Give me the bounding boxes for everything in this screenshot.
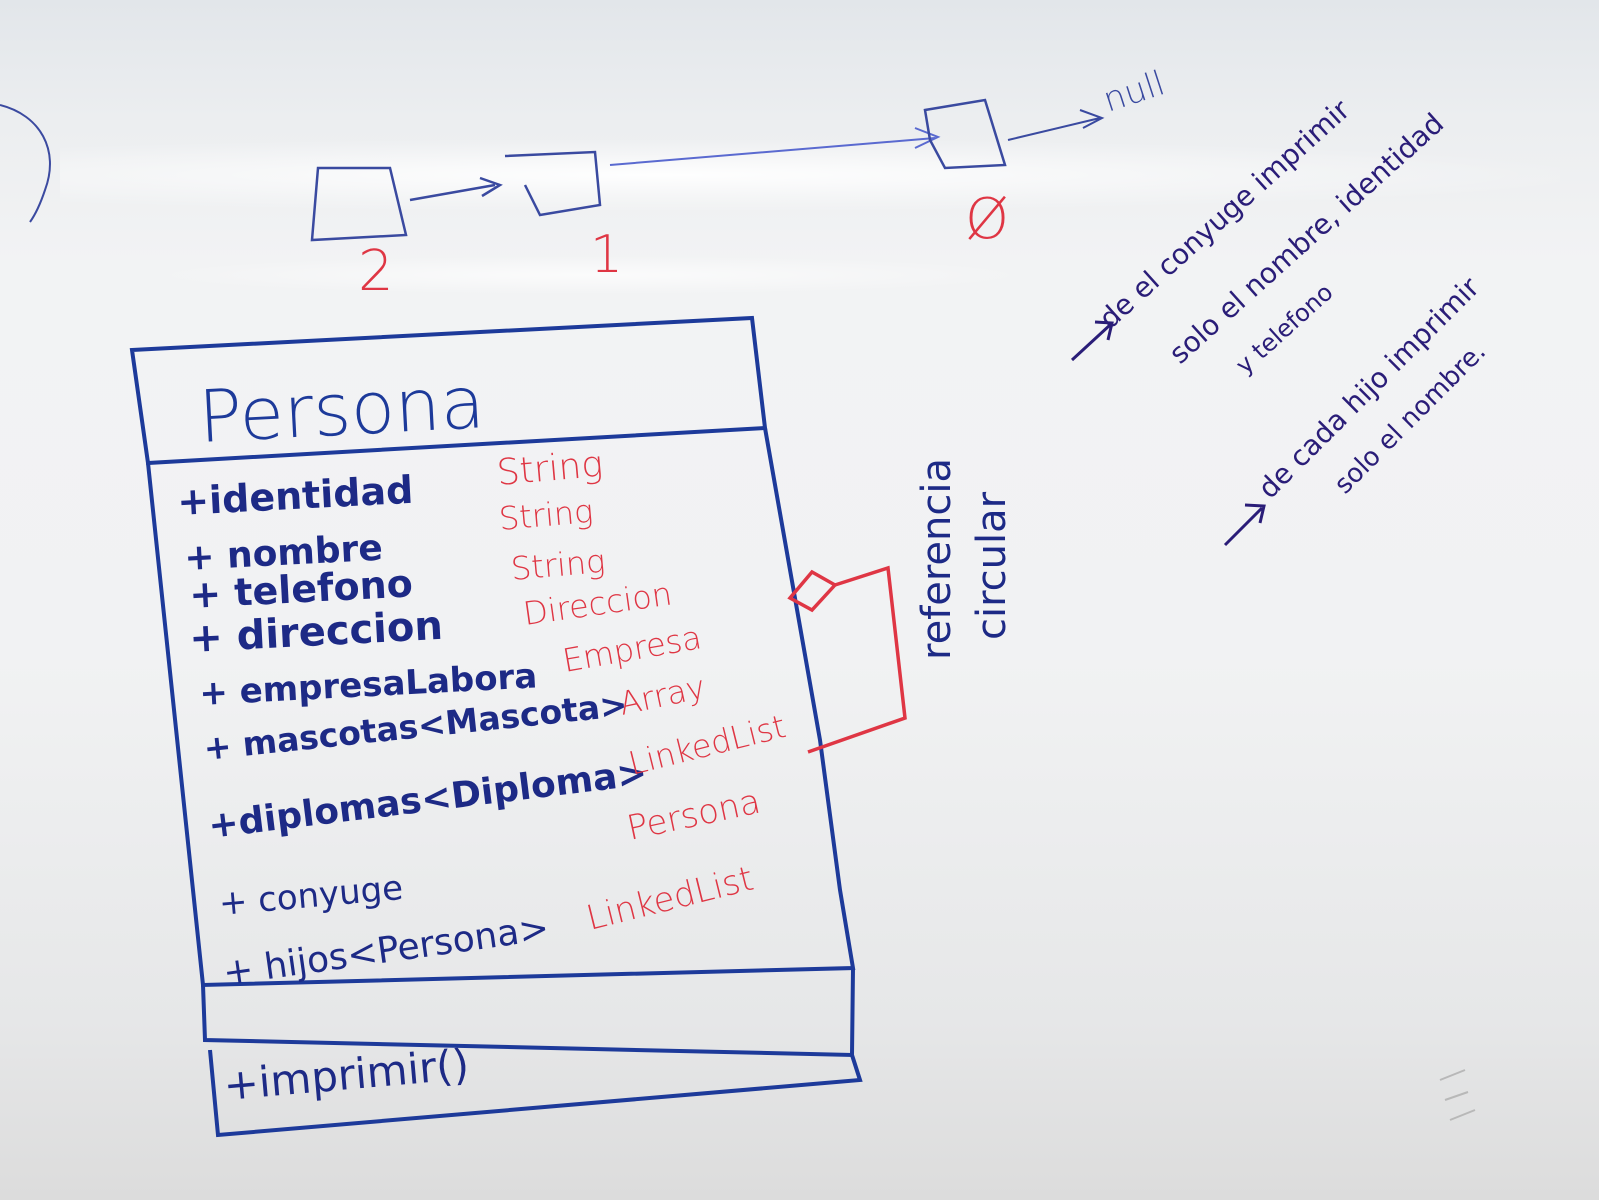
- arrow-2-to-1: [409, 176, 503, 202]
- attr-name-identidad: +identidad: [176, 468, 414, 524]
- attr-name-conyuge: + conyuge: [217, 868, 404, 924]
- attr-type-identidad: String: [495, 444, 604, 494]
- arrow-1-to-last: [609, 127, 941, 166]
- class-divider: [201, 967, 855, 1058]
- attr-type-hijos: LinkedList: [583, 859, 758, 939]
- light-glare: [60, 140, 1560, 210]
- aggregation-diamond: [787, 569, 838, 613]
- class-name: Persona: [196, 360, 486, 459]
- class-methods-box: [208, 1049, 863, 1138]
- notes-group: de el conyuge imprimir solo el nombre, i…: [1070, 93, 1492, 547]
- circular-reference-arrow: [787, 565, 907, 754]
- circular-note-line-2: circular: [969, 491, 1015, 640]
- partial-arc-left: [0, 104, 51, 223]
- light-glare-secondary: [140, 255, 1040, 295]
- faint-scribble: [1439, 1069, 1476, 1121]
- class-attributes-box: [146, 427, 856, 988]
- attr-name-diplomas: +diplomas<Diploma>: [206, 752, 649, 847]
- attr-type-telefono: String: [509, 542, 606, 588]
- node-label-1: 1: [590, 225, 623, 285]
- attr-type-diplomas: LinkedList: [625, 707, 790, 783]
- null-label: null: [1098, 63, 1169, 120]
- attr-type-mascotas: Array: [616, 668, 709, 723]
- linked-list-diagram: null 2 1 Ø: [310, 63, 1170, 304]
- node-last-box: [923, 98, 1007, 170]
- uml-class-persona: Persona +identidad + nombre + telefono +…: [129, 315, 863, 1138]
- node-label-empty: Ø: [965, 187, 1009, 252]
- node-label-2: 2: [358, 239, 394, 304]
- note-arrow-1: [1070, 320, 1114, 362]
- circular-note-line-1: referencia: [914, 458, 960, 660]
- circular-reference-line: [807, 565, 907, 754]
- attr-type-nombre: String: [497, 492, 594, 538]
- method-imprimir: +imprimir(): [222, 1040, 471, 1110]
- node-2-box: [310, 166, 408, 242]
- note-arrow-2: [1223, 503, 1266, 547]
- node-1-box: [504, 150, 602, 217]
- arrow-to-null: [1007, 109, 1105, 141]
